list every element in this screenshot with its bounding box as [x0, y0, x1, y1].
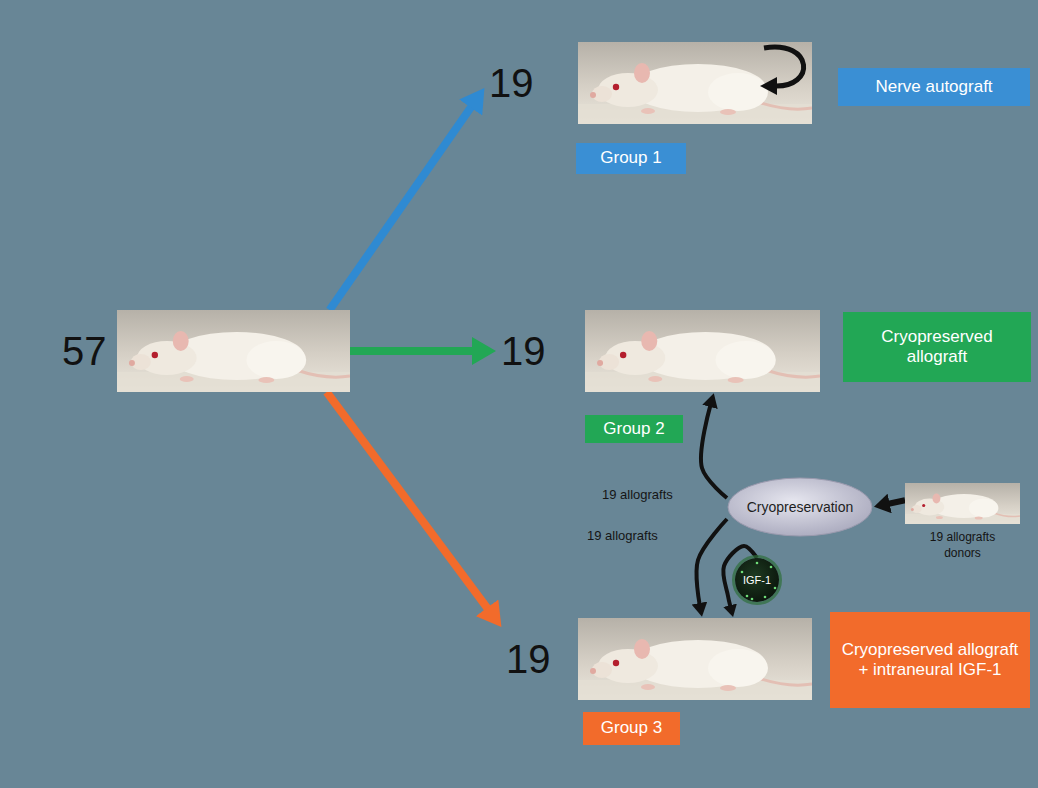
rat-tail: [766, 370, 820, 377]
rat-ear: [634, 639, 650, 659]
rat-photo: [578, 618, 812, 700]
rat-photo: [117, 310, 350, 392]
rat-foot: [641, 684, 655, 690]
rat-photo-node: 19: [485, 42, 812, 124]
box-label: Group 2: [603, 419, 664, 439]
group-count: 19: [485, 42, 534, 124]
box-label: Cryopreserved allograft + intraneural IG…: [838, 640, 1022, 681]
rat-ear: [933, 494, 941, 504]
box-label: Group 3: [601, 718, 662, 738]
growth-factor-speck: [770, 566, 773, 569]
treatment-box: Cryopreserved allograft: [843, 312, 1031, 382]
rat-eye: [152, 352, 158, 358]
rat-ear: [641, 331, 657, 351]
factor-circle: IGF-1: [735, 558, 779, 602]
rat-haunch: [708, 73, 768, 111]
rat-foot: [258, 377, 274, 383]
rat-haunch: [716, 341, 776, 379]
edge-label: 19 allografts: [600, 487, 675, 502]
flow-arrow: [350, 347, 473, 355]
ellipse-outline: [728, 478, 872, 536]
rat-tail: [296, 370, 350, 377]
rat-foot: [641, 108, 655, 114]
group-badge: Group 3: [583, 712, 680, 745]
rat-nose: [590, 668, 596, 674]
rat-photo: [578, 42, 812, 124]
photo-ground: [905, 483, 1020, 524]
flow-arrow: [697, 519, 727, 604]
rat-haunch: [708, 649, 768, 687]
rat-foot: [180, 376, 194, 382]
flow-arrow: [330, 107, 472, 310]
group-count: 57: [58, 310, 107, 392]
rat-eye: [620, 352, 626, 358]
flow-arrow: [889, 500, 905, 503]
rat-ear: [634, 63, 650, 83]
rat-foot: [936, 516, 943, 519]
rat-photo: [905, 483, 1020, 524]
rat-eye: [613, 84, 619, 90]
rat-photo: [585, 310, 820, 392]
circle-outline: [735, 558, 779, 602]
box-label: Nerve autograft: [875, 77, 992, 97]
process-label: Cryopreservation: [747, 499, 854, 515]
photo-ground: [578, 42, 812, 124]
rat-photo-node: 57: [58, 310, 350, 392]
photo-ground: [585, 310, 820, 392]
rat-haunch: [969, 499, 998, 518]
photo-ground: [578, 618, 812, 700]
autograft-loop: [764, 47, 804, 86]
flow-arrow: [327, 392, 488, 609]
rat-eye: [922, 504, 925, 507]
donor-photo-node: 19 allografts donors: [905, 483, 1020, 561]
autograft-loop-head: [760, 77, 777, 95]
process-ellipse: Cryopreservation: [727, 477, 873, 537]
flow-arrow: [701, 406, 727, 498]
photo-ground: [117, 310, 350, 392]
rat-photo-node: 19: [497, 310, 820, 392]
rat-photo-node: 19: [502, 618, 812, 700]
growth-factor-speck: [741, 571, 744, 574]
group-count: 19: [497, 310, 546, 392]
rat-tail: [758, 678, 812, 685]
treatment-box: Nerve autograft: [838, 68, 1030, 106]
rat-foot: [975, 517, 983, 520]
rat-foot: [728, 377, 744, 383]
rat-eye: [613, 660, 619, 666]
donor-label: 19 allografts donors: [913, 529, 1013, 561]
rat-tail: [758, 102, 812, 109]
growth-factor-speck: [756, 562, 759, 565]
growth-factor-speck: [764, 596, 767, 599]
rat-foot: [720, 109, 736, 115]
rat-nose: [590, 92, 596, 98]
box-label: Group 1: [600, 148, 661, 168]
rat-ear: [173, 331, 189, 351]
edge-label: 19 allografts: [585, 528, 660, 543]
circle-glow: [734, 557, 781, 604]
rat-nose: [129, 360, 135, 366]
rat-nose: [597, 360, 603, 366]
rat-foot: [720, 685, 736, 691]
growth-factor-speck: [751, 598, 754, 601]
rat-foot: [648, 376, 662, 382]
factor-label: IGF-1: [743, 574, 771, 586]
rat-tail: [993, 513, 1020, 517]
treatment-box: Cryopreserved allograft + intraneural IG…: [830, 612, 1030, 708]
rat-snout: [912, 505, 922, 513]
growth-factor-speck: [746, 595, 749, 598]
rat-nose: [911, 508, 914, 511]
group-badge: Group 2: [585, 415, 683, 443]
box-label: Cryopreserved allograft: [851, 327, 1023, 368]
rat-haunch: [246, 341, 306, 379]
group-count: 19: [502, 618, 551, 700]
group-badge: Group 1: [576, 143, 686, 174]
growth-factor-speck: [774, 587, 777, 590]
